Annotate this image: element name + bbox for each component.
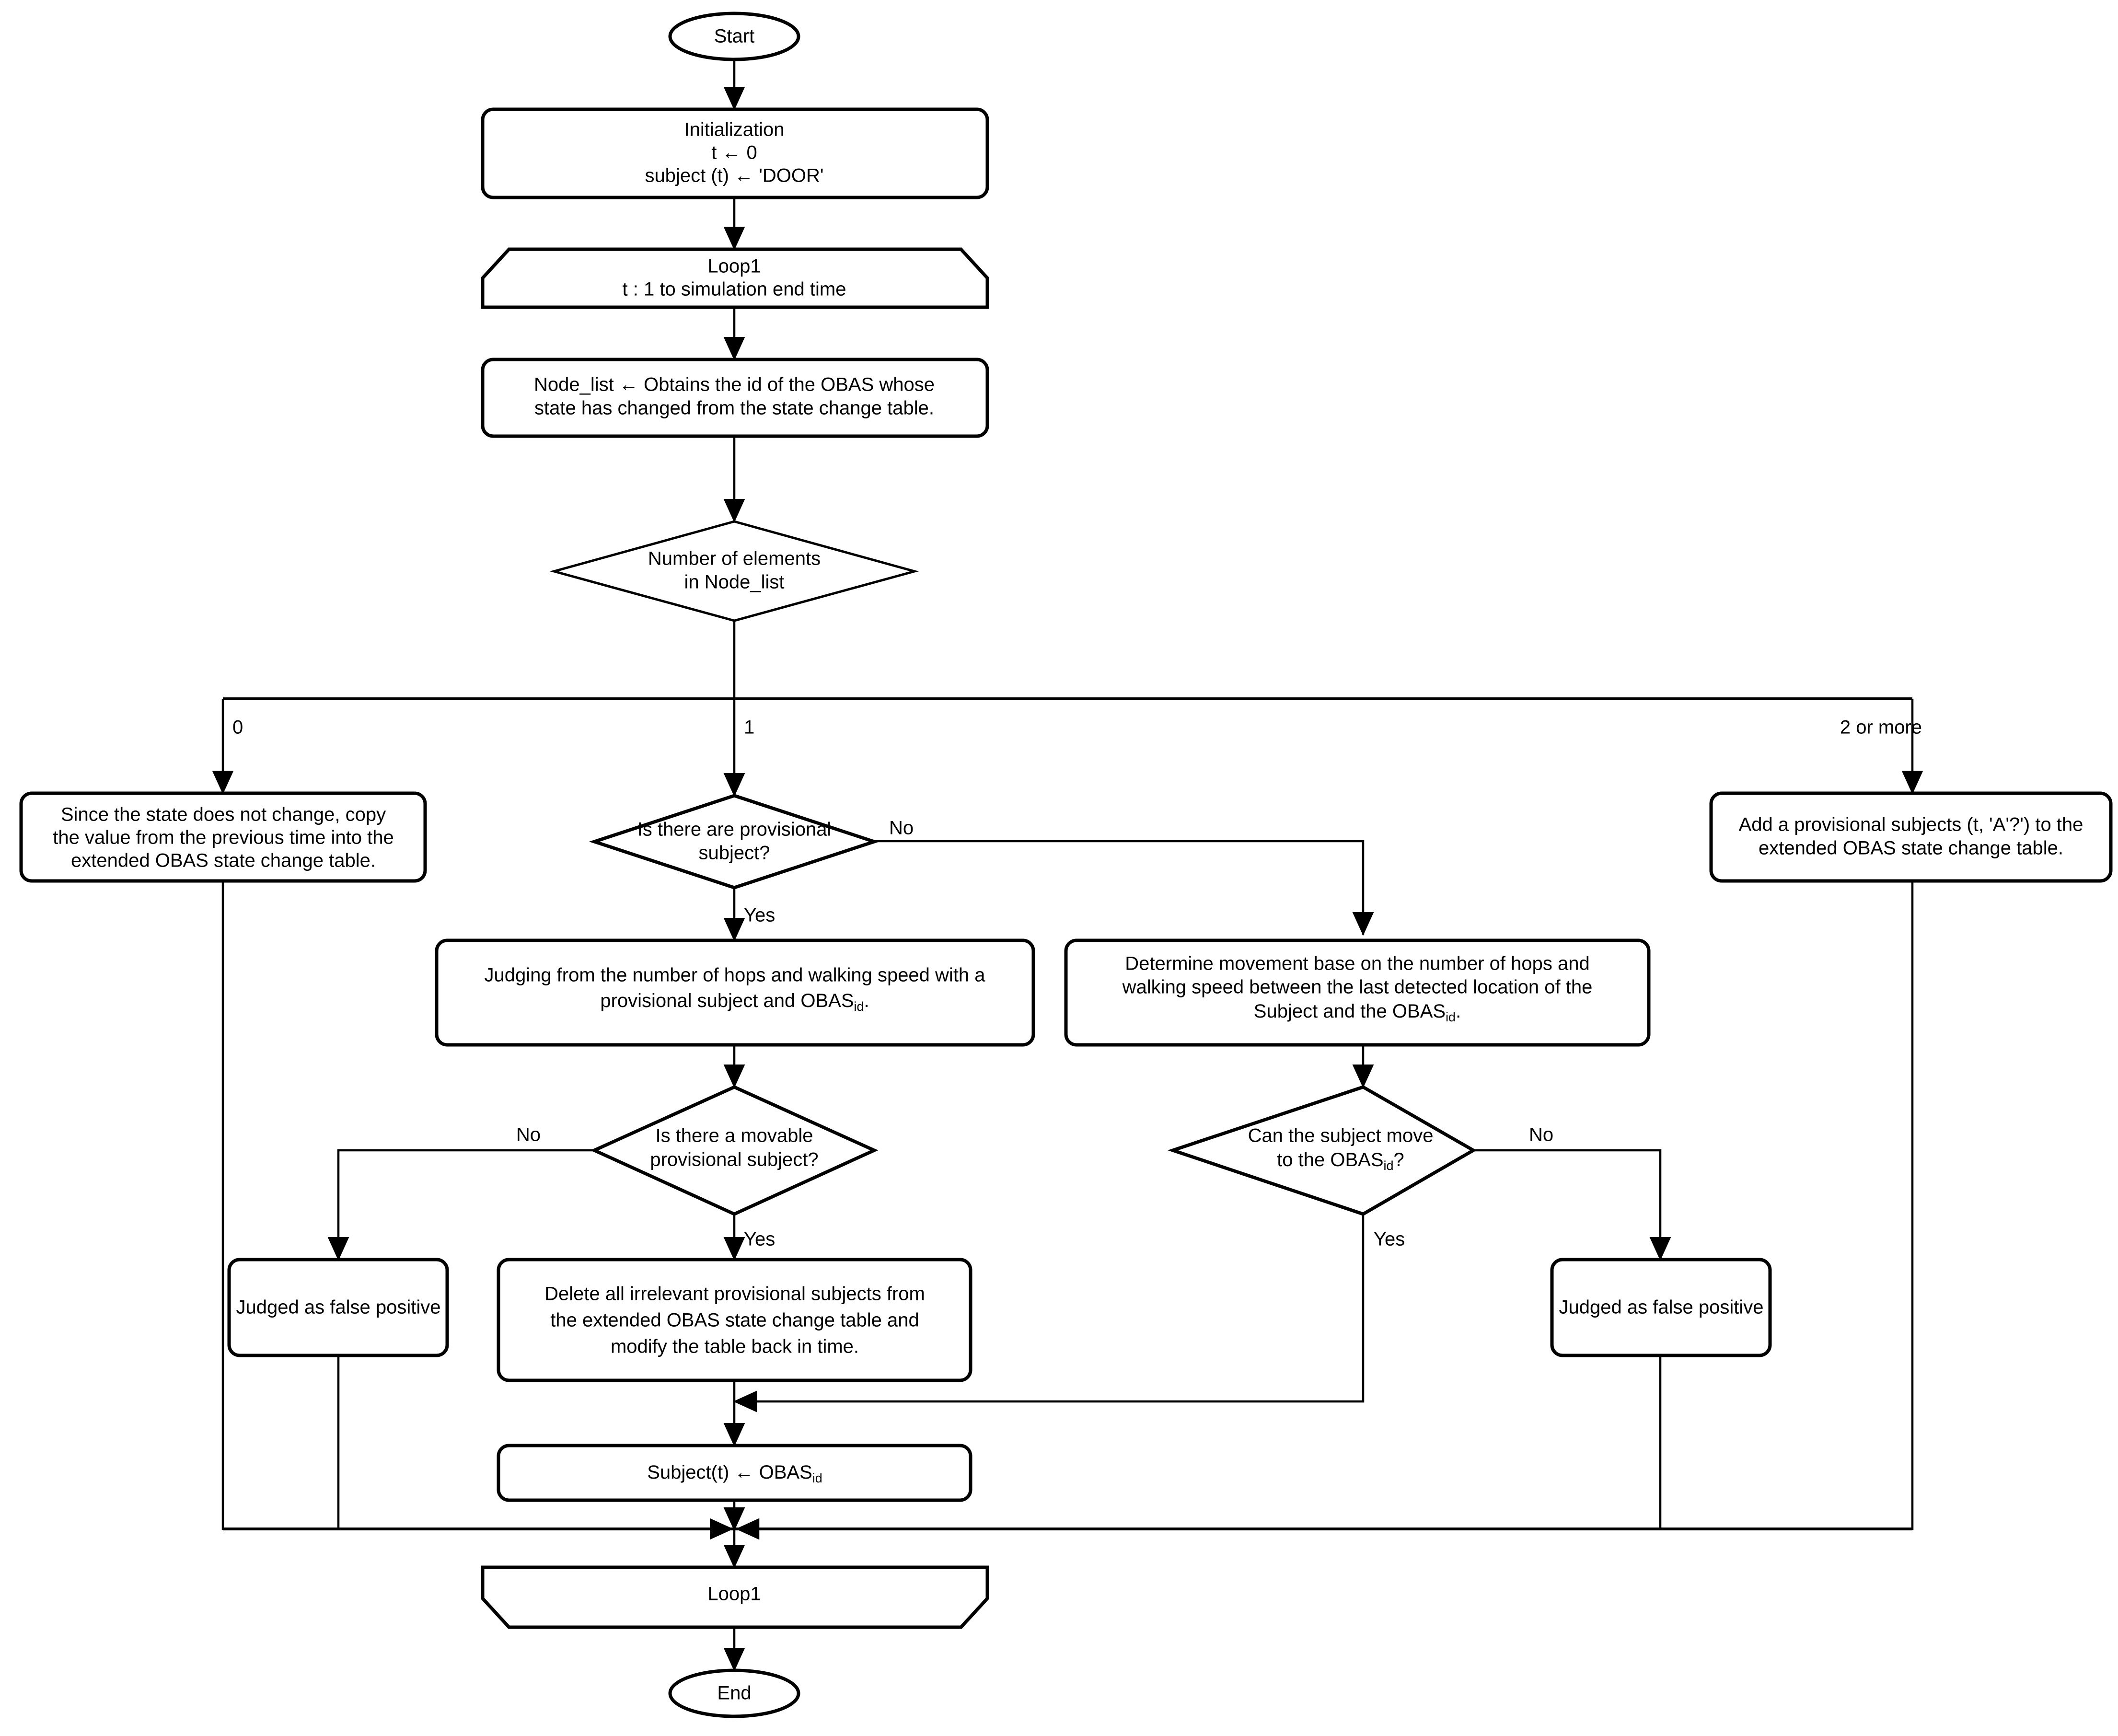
node-determine-box[interactable]: Determine movement base on the number of… [1064, 938, 1651, 1047]
node-no-change-line2: the value from the previous time into th… [53, 827, 394, 848]
node-initialization-line3: subject (t) ← 'DOOR' [645, 165, 823, 186]
node-loop-begin[interactable]: Loop1 t : 1 to simulation end time [481, 247, 989, 309]
edge-label-movable-no: No [516, 1124, 541, 1146]
node-canmove-line2: to the OBASid? [1277, 1149, 1404, 1173]
edge-label-provisional-no: No [889, 818, 914, 839]
node-movable-line2: provisional subject? [650, 1149, 818, 1170]
node-add-provisional-line2: extended OBAS state change table. [1759, 838, 2063, 859]
edge-label-canmove-no: No [1529, 1124, 1553, 1146]
node-loop-end-label: Loop1 [707, 1584, 761, 1605]
node-judging-line2-post: . [864, 990, 869, 1011]
node-canmove-line1: Can the subject move [1248, 1125, 1434, 1146]
node-count-decision-line1: Number of elements [648, 548, 821, 569]
node-node-list[interactable]: Node_list ← Obtains the id of the OBAS w… [481, 358, 989, 438]
node-add-provisional-line1: Add a provisional subjects (t, 'A'?') to… [1739, 814, 2083, 835]
node-determine-line3-post: . [1456, 1001, 1461, 1022]
node-judging-box[interactable]: Judging from the number of hops and walk… [435, 938, 1035, 1047]
node-movable-decision[interactable]: Is there a movable provisional subject? [590, 1085, 879, 1216]
node-count-decision[interactable]: Number of elements in Node_list [549, 520, 919, 622]
node-judging-line1: Judging from the number of hops and walk… [484, 965, 985, 986]
node-provisional-line2: subject? [699, 843, 770, 864]
node-false-positive-left[interactable]: Judged as false positive [227, 1258, 449, 1357]
edge-provisional-no [874, 840, 1374, 936]
node-delete-box[interactable]: Delete all irrelevant provisional subjec… [497, 1258, 972, 1382]
node-provisional-line1: Is there are provisional [637, 819, 832, 840]
node-initialization[interactable]: Initialization t ← 0 subject (t) ← 'DOOR… [481, 107, 989, 199]
node-initialization-line1: Initialization [684, 119, 784, 140]
node-subject-assign-pre: Subject(t) ← OBAS [647, 1462, 812, 1483]
node-false-positive-left-label: Judged as false positive [236, 1297, 441, 1318]
node-canmove-decision[interactable]: Can the subject move to the OBASid? [1167, 1085, 1477, 1216]
node-node-list-line2: state has changed from the state change … [534, 398, 934, 419]
node-determine-line1: Determine movement base on the number of… [1125, 953, 1589, 974]
node-judging-line2-sub: id [854, 999, 864, 1014]
edge-label-provisional-yes: Yes [744, 905, 775, 926]
node-end[interactable]: End [668, 1668, 800, 1718]
node-canmove-line2-pre: to the OBAS [1277, 1149, 1383, 1170]
node-determine-line3-pre: Subject and the OBAS [1254, 1001, 1446, 1022]
node-start[interactable]: Start [668, 12, 800, 61]
node-loop-end[interactable]: Loop1 [481, 1565, 989, 1629]
node-no-change-line3: extended OBAS state change table. [71, 850, 376, 871]
edge-canmove-yes [733, 1214, 1365, 1412]
node-initialization-line2: t ← 0 [711, 142, 757, 163]
edge-label-count-zero: 0 [232, 717, 243, 738]
node-add-provisional-box[interactable]: Add a provisional subjects (t, 'A'?') to… [1709, 791, 2113, 883]
node-loop-begin-line1: Loop1 [707, 256, 761, 277]
edge-label-canmove-yes: Yes [1374, 1229, 1405, 1250]
edge-label-movable-yes: Yes [744, 1229, 775, 1250]
node-end-label: End [717, 1683, 751, 1704]
edge-label-count-two-or-more: 2 or more [1840, 717, 1922, 738]
node-count-decision-line2: in Node_list [684, 572, 784, 593]
node-subject-assign-sub: id [812, 1471, 822, 1485]
node-movable-line1: Is there a movable [655, 1125, 813, 1146]
node-delete-line3: modify the table back in time. [611, 1336, 859, 1357]
node-determine-line2: walking speed between the last detected … [1122, 977, 1593, 998]
node-node-list-line1: Node_list ← Obtains the id of the OBAS w… [534, 374, 935, 395]
node-delete-line2: the extended OBAS state change table and [550, 1310, 919, 1331]
node-determine-line3-sub: id [1446, 1010, 1456, 1024]
edge-label-count-one: 1 [744, 717, 754, 738]
node-false-positive-right[interactable]: Judged as false positive [1550, 1258, 1772, 1357]
node-subject-assign-text: Subject(t) ← OBASid [647, 1462, 822, 1486]
node-provisional-decision[interactable]: Is there are provisional subject? [589, 794, 880, 890]
node-delete-line1: Delete all irrelevant provisional subjec… [544, 1284, 925, 1305]
node-canmove-line2-post: ? [1394, 1149, 1404, 1170]
node-no-change-box[interactable]: Since the state does not change, copy th… [19, 791, 427, 883]
node-judging-line2-pre: provisional subject and OBAS [600, 990, 854, 1011]
node-judging-line2: provisional subject and OBASid. [600, 990, 869, 1014]
node-subject-assign[interactable]: Subject(t) ← OBASid [497, 1444, 972, 1502]
node-determine-line3: Subject and the OBASid. [1254, 1001, 1461, 1025]
node-no-change-line1: Since the state does not change, copy [61, 804, 386, 825]
edge-canmove-no [1473, 1149, 1671, 1261]
node-start-label: Start [714, 26, 754, 47]
node-false-positive-right-label: Judged as false positive [1559, 1297, 1764, 1318]
node-loop-begin-line2: t : 1 to simulation end time [623, 279, 846, 300]
edge-movable-no [327, 1149, 625, 1261]
node-canmove-line2-sub: id [1384, 1158, 1394, 1173]
